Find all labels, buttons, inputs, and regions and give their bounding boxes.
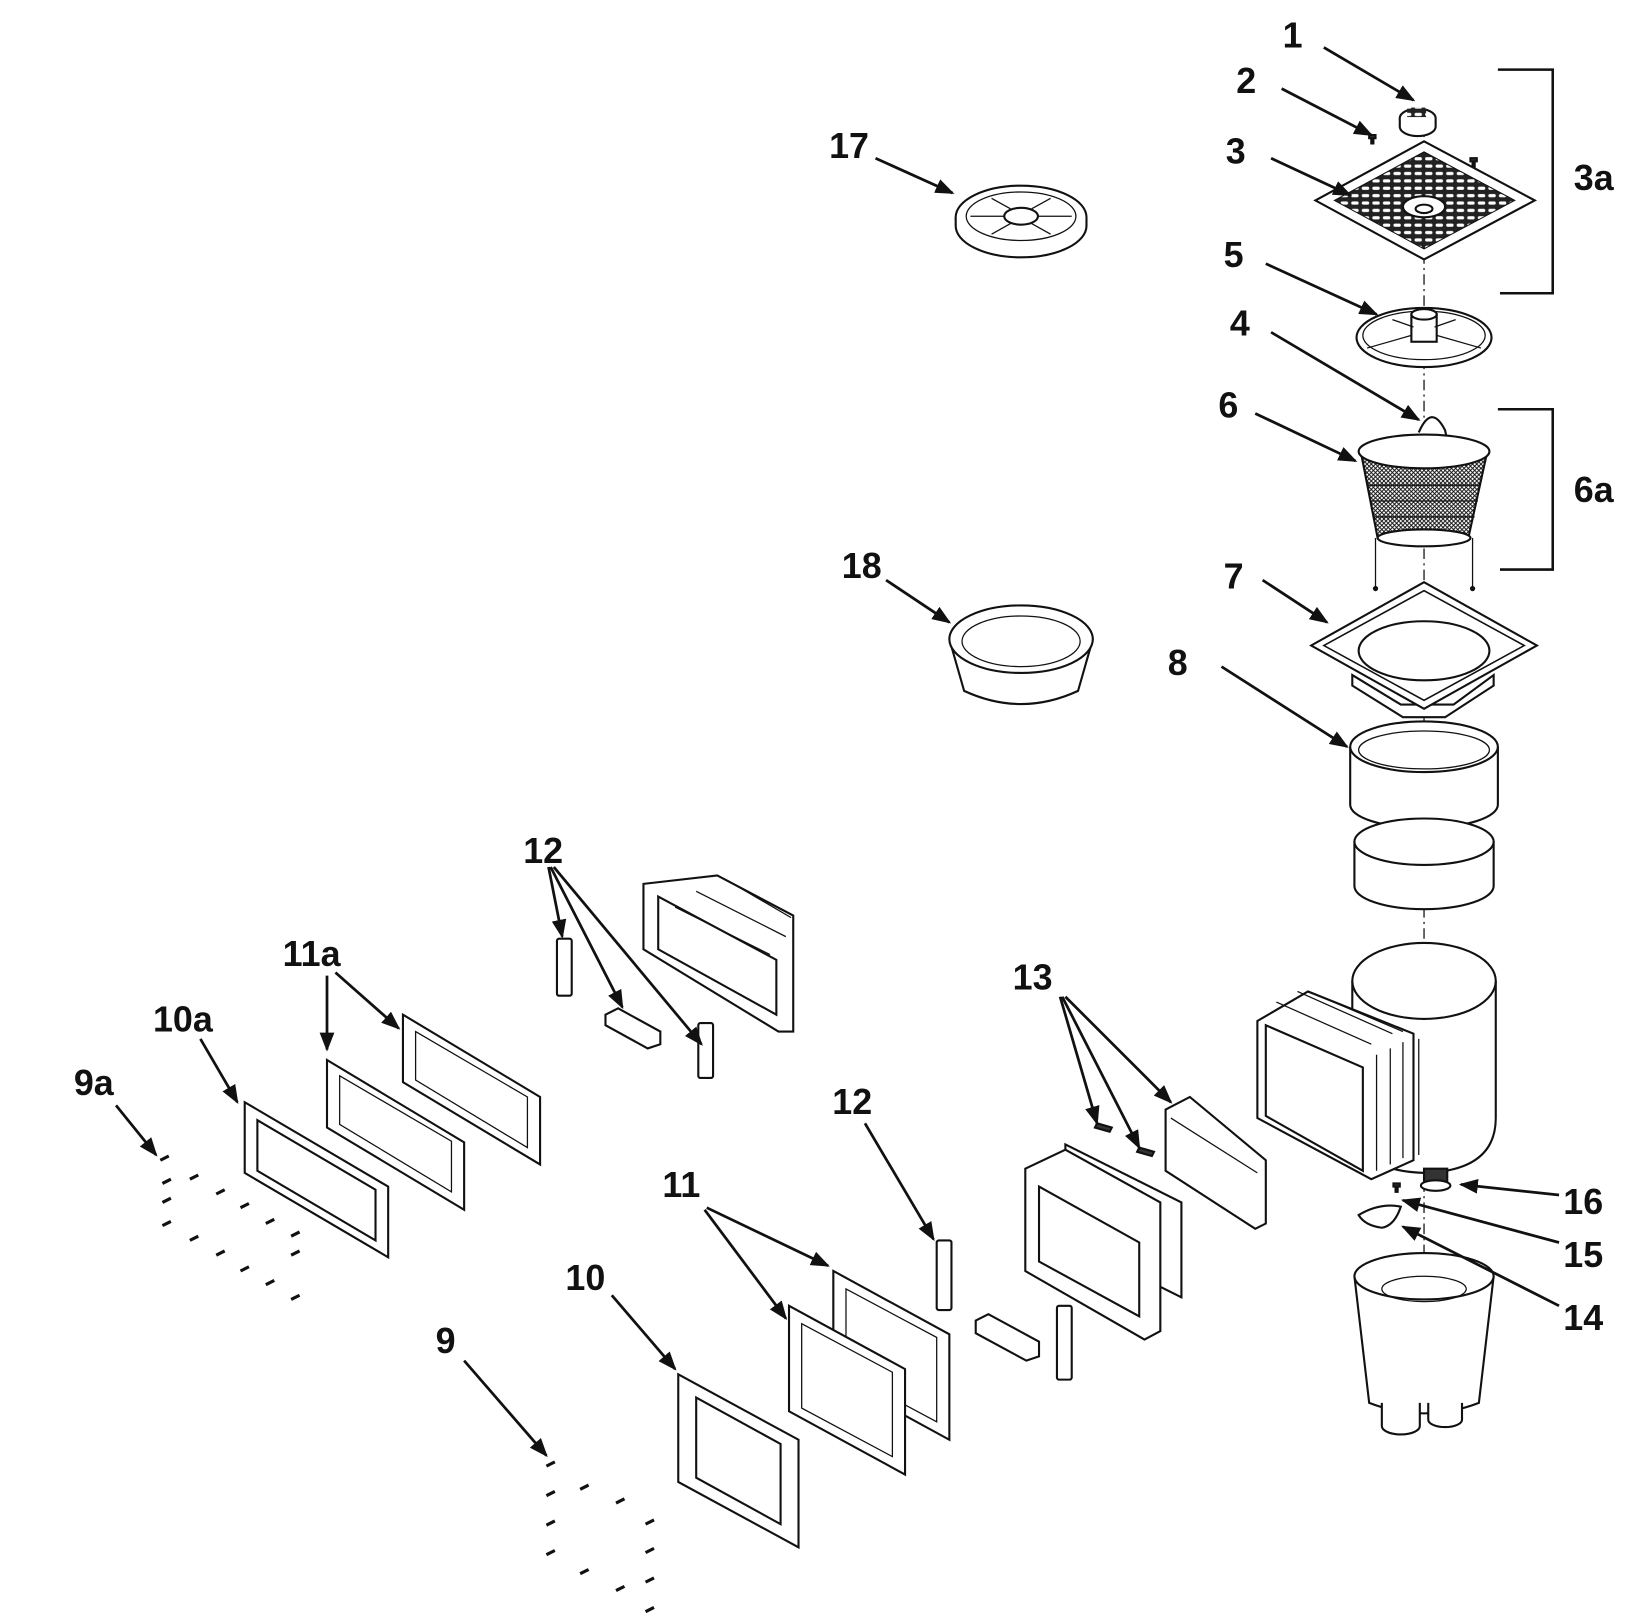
label-4: 4	[1230, 303, 1250, 343]
label-12-lower: 12	[832, 1082, 872, 1122]
part-11a-gaskets	[325, 1012, 542, 1212]
bracket-6a	[1497, 407, 1554, 571]
arrow-16	[1458, 1178, 1560, 1197]
part-17-lid	[954, 184, 1088, 259]
throat-housing-upper	[642, 874, 795, 1033]
part-3-deck-lid	[1313, 140, 1538, 261]
part-9a-screws	[159, 1154, 301, 1301]
callout-arrows	[114, 46, 1560, 1458]
label-3a: 3a	[1574, 158, 1615, 198]
part-1-cap	[1398, 107, 1437, 138]
label-17: 17	[829, 126, 869, 166]
label-11a: 11a	[283, 934, 342, 974]
arrow-12-upper-b	[549, 866, 624, 1010]
label-14: 14	[1563, 1298, 1603, 1338]
part-15-plug	[1392, 1182, 1401, 1193]
part-11-gaskets	[787, 1269, 951, 1477]
arrow-3	[1270, 156, 1353, 197]
arrow-12-upper-a	[547, 866, 567, 939]
arrow-13-b	[1061, 996, 1141, 1150]
skimmer-body	[1256, 941, 1497, 1192]
throat-housing-lower	[1024, 1142, 1183, 1341]
arrow-11a-b	[334, 971, 401, 1030]
arrow-12-upper-c	[552, 866, 703, 1046]
arrow-17	[874, 156, 955, 195]
arrow-5	[1265, 262, 1379, 316]
arrow-9a	[114, 1104, 158, 1157]
arrow-18	[885, 578, 952, 624]
label-9a: 9a	[74, 1063, 115, 1103]
label-10: 10	[565, 1258, 605, 1298]
label-5: 5	[1224, 235, 1244, 275]
arrow-15	[1400, 1197, 1560, 1244]
part-12-clips-lower	[935, 1239, 1073, 1381]
label-2: 2	[1236, 61, 1256, 101]
label-10a: 10a	[153, 1000, 214, 1040]
part-8-extension	[1349, 720, 1499, 911]
label-1: 1	[1283, 15, 1303, 55]
label-18: 18	[842, 546, 882, 586]
label-12-upper: 12	[523, 831, 563, 871]
part-5-adapter	[1355, 306, 1493, 369]
label-11: 11	[662, 1165, 700, 1205]
arrow-6	[1254, 412, 1358, 463]
arrow-14	[1401, 1225, 1560, 1308]
skimmer-lower-pot	[1353, 1251, 1495, 1436]
part-9-screws	[545, 1460, 655, 1614]
arrow-1	[1323, 46, 1416, 102]
label-16: 16	[1563, 1182, 1603, 1222]
part-14-flap	[1357, 1204, 1403, 1229]
part-2-screws	[1368, 133, 1478, 168]
bracket-3a	[1497, 68, 1554, 295]
arrow-10	[610, 1294, 677, 1371]
arrow-13-c	[1064, 995, 1173, 1104]
arrow-13-a	[1058, 996, 1100, 1126]
label-6: 6	[1218, 386, 1238, 426]
label-9: 9	[436, 1321, 456, 1361]
part-10-faceplate	[677, 1372, 800, 1550]
arrow-2	[1280, 87, 1374, 137]
part-10a-faceplate	[243, 1100, 390, 1260]
arrow-11-b	[703, 1208, 788, 1321]
label-6a: 6a	[1574, 470, 1615, 510]
part-18-ring	[948, 604, 1094, 706]
label-8: 8	[1168, 643, 1188, 683]
arrow-11-a	[706, 1206, 830, 1267]
label-15: 15	[1563, 1235, 1603, 1275]
arrow-12-lower	[863, 1122, 935, 1242]
arrow-8	[1220, 665, 1349, 748]
label-3: 3	[1226, 131, 1246, 171]
arrow-4	[1270, 331, 1421, 421]
arrow-7	[1261, 578, 1329, 624]
callout-labels: 1 2 3 3a 5 4 6 6a 7 8 17 18 12 11a 10a 9…	[74, 15, 1615, 1361]
label-7: 7	[1224, 557, 1244, 597]
part-7-collar	[1309, 581, 1540, 719]
arrow-10a	[199, 1038, 239, 1105]
arrow-9	[463, 1359, 548, 1458]
part-6-basket	[1357, 416, 1491, 592]
label-13: 13	[1013, 957, 1053, 997]
